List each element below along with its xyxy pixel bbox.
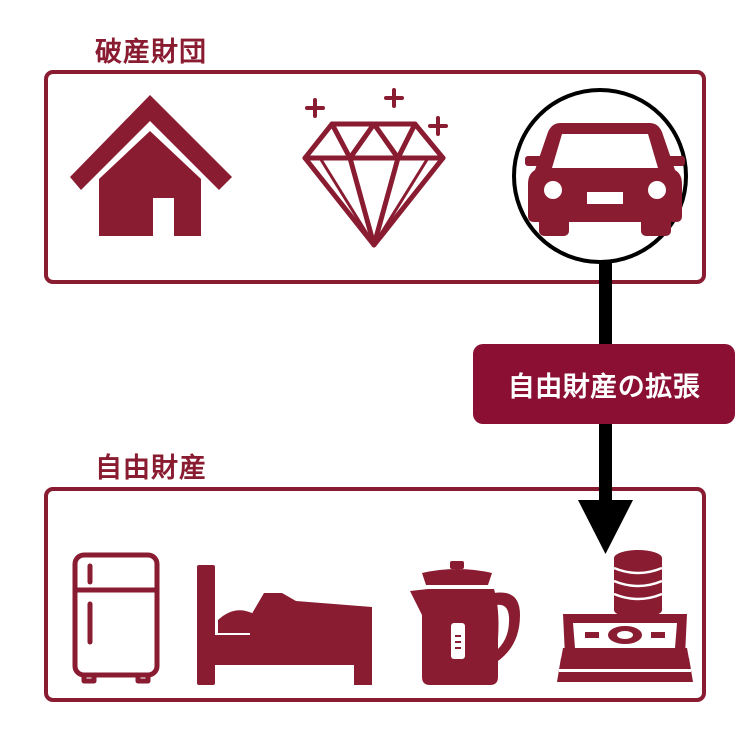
free-property-title: 自由財産	[95, 453, 207, 484]
bankruptcy-estate-box	[44, 70, 706, 284]
free-property-expansion-label: 自由財産の拡張	[473, 344, 735, 424]
car-icon	[525, 123, 685, 236]
bed-icon	[197, 565, 372, 685]
expansion-label-text: 自由財産の拡張	[507, 371, 701, 403]
bankruptcy-estate-title: 破産財団	[95, 37, 207, 68]
free-property-box	[44, 487, 706, 702]
kettle-icon	[410, 561, 520, 685]
money-icon	[557, 550, 693, 682]
diamond-icon	[302, 88, 448, 248]
refrigerator-icon	[72, 552, 160, 684]
house-icon	[70, 95, 232, 236]
